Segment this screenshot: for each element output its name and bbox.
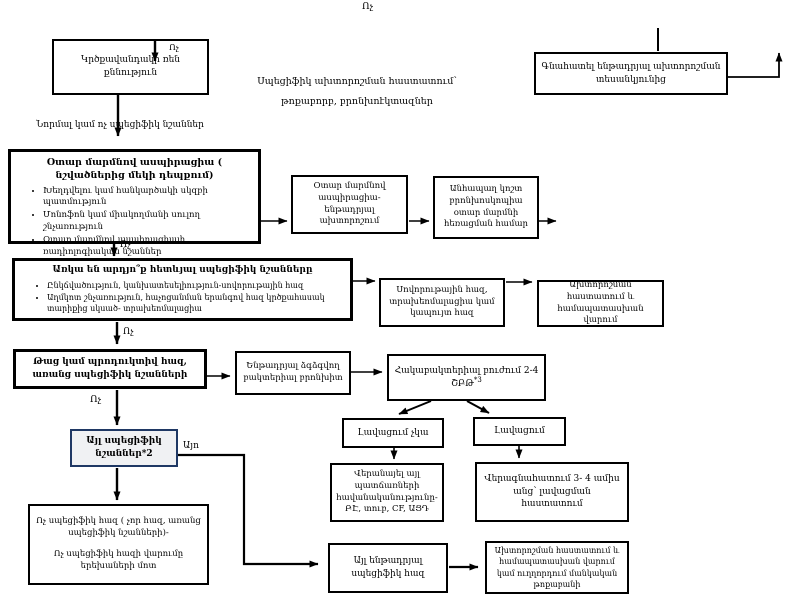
node-other-specific-line2: նշաններ*2 — [95, 449, 153, 459]
node-confirm-manage-or-refer: Ախտորոշման հաստատում և համապատասխան վարո… — [485, 541, 629, 594]
note-specific-line2: թոքաբորբ, բրոնխոէկտազներ — [281, 96, 433, 107]
node-foreign-body-criteria: Օտար մարմնով ասպիրացիա ( նշվածներից մեկի… — [8, 149, 261, 257]
node-no-improvement: Լավացում չկա — [342, 418, 444, 448]
node-fb-aspiration-presumed: Օտար մարմնով ասպիրացիա- ենթադրյալ ախտորո… — [291, 175, 408, 234]
bullet-monophonic-wheeze: Մոնոֆոն կամ միակողմանի սուլող շնչառությո… — [43, 210, 250, 234]
label-yes-branch: Այո — [183, 441, 199, 451]
node-other-presumed-text: Այլ ենթադրյալ սպեցիֆիկ հազ — [351, 556, 425, 579]
node-foreign-body-criteria-title: Օտար մարմնով ասպիրացիա ( նշվածներից մեկի… — [46, 157, 223, 182]
label-no-xray: Ոչ — [169, 43, 179, 53]
node-other-specific-signs: Այլ սպեցիֆիկ նշաններ*2 — [70, 429, 178, 467]
node-evaluate-text: Գնահատել ենթադրյալ ախտորոշման տեսանկյուն… — [541, 61, 721, 85]
node-chest-xray-exam: Կրծքավանդակի ռեն քննություն — [52, 39, 209, 95]
node-improvement-text: Լավացում — [494, 426, 545, 437]
node-other-presumed-specific-cough: Այլ ենթադրյալ սպեցիֆիկ հազ — [328, 543, 448, 593]
node-reassess-3-4-months: Վերագնահատում 3- 4 ամիս անց՝ լավացման հա… — [475, 462, 629, 522]
node-antibacterial-treatment: Հակաբակտերիալ բուժում 2-4 ՇԲԹ*3 — [387, 354, 546, 401]
node-specific-signs-list: Ընկճվածություն, կանխատեսելիություն-սովոր… — [23, 280, 342, 316]
connector-antibiotics-to-noimprove — [398, 400, 432, 415]
bullet-habit-cough-signs: Ընկճվածություն, կանխատեսելիություն-սովոր… — [47, 280, 342, 291]
node-other-specific-line1: Այլ սպեցիֆիկ — [86, 436, 162, 447]
node-review-other-causes-text: Վերանայել այլ պատճառների հավանականությու… — [336, 468, 438, 515]
node-wet-productive-cough: Թաց կամ պրոդուկտիվ հազ, առանց սպեցիֆիկ ն… — [13, 349, 207, 389]
node-protracted-bacterial-bronchitis: Ենթադրյալ ձգձգվող բակտերիալ բրոնխիտ — [235, 351, 351, 395]
node-habit-cough-tracheomalacia: Սովորութային հազ, տրախեոմալացիա կամ կապո… — [379, 278, 505, 327]
node-foreign-body-criteria-list: Խեղդվելու կամ հանկարծակի սկզբի պատմությո… — [19, 186, 250, 260]
label-no-top: Ոչ — [362, 1, 374, 12]
node-confirm-and-manage-text: Ախտորոշման հաստատում և համապատասխան վարո… — [557, 279, 644, 326]
node-antibacterial-footnote: *3 — [473, 375, 482, 384]
node-antibacterial-weeks: ՇԲԹ — [451, 378, 474, 389]
note-specific-line1: Սպեցիֆիկ ախտորոշման հաստատում՝ — [257, 76, 457, 87]
connector-evaluate-loop — [728, 52, 783, 78]
node-nonspecific-cough-para1: Ոչ սպեցիֆիկ հազ ( չոր հազ, առանց սպեցիֆի… — [36, 516, 201, 539]
node-no-improvement-text: Լավացում չկա — [357, 427, 429, 438]
node-review-other-causes: Վերանայել այլ պատճառների հավանականությու… — [330, 463, 444, 522]
node-nonspecific-cough: Ոչ սպեցիֆիկ հազ ( չոր հազ, առանց սպեցիֆի… — [28, 504, 209, 585]
note-specific-diagnosis: Սպեցիֆիկ ախտորոշման հաստատում՝ թոքաբորբ,… — [237, 76, 477, 107]
node-evaluate-presumed-diagnosis: Գնահատել ենթադրյալ ախտորոշման տեսանկյուն… — [534, 52, 728, 95]
node-reassess-text: Վերագնահատում 3- 4 ամիս անց՝ լավացման հա… — [484, 474, 620, 510]
node-confirm-and-manage: Ախտորոշման հաստատում և համապատասխան վարո… — [537, 280, 664, 327]
node-habit-cough-text: Սովորութային հազ, տրախեոմալացիա կամ կապո… — [389, 284, 495, 319]
label-no-branch-2: Ոչ — [123, 327, 134, 337]
node-improvement: Լավացում — [473, 417, 566, 446]
label-normal-or-nonspecific: Նորմալ կամ ոչ սպեցիֆիկ նշաններ — [36, 120, 204, 130]
node-nonspecific-cough-para2: Ոչ սպեցիֆիկ հազի վարումը երեխաների մոտ — [53, 549, 184, 571]
label-no-branch-3: Ոչ — [90, 394, 102, 405]
bullet-choking-history: Խեղդվելու կամ հանկարծակի սկզբի պատմությո… — [43, 186, 250, 210]
node-chest-xray-exam-text: Կրծքավանդակի ռեն քննություն — [80, 55, 181, 78]
bullet-radiologic-signs: Օտար մարմնով ասպիրացիայի ռադիոլոգիական ն… — [43, 235, 250, 259]
connector-antibiotics-to-improve — [466, 400, 490, 414]
node-fb-aspiration-presumed-text: Օտար մարմնով ասպիրացիա- ենթադրյալ ախտորո… — [313, 180, 386, 227]
node-pbb-text: Ենթադրյալ ձգձգվող բակտերիալ բրոնխիտ — [243, 361, 343, 383]
node-rigid-bronchoscopy-text: Անհապաղ կոշտ բրոնխոսկոպիա օտար մարմնի հե… — [444, 183, 528, 230]
node-specific-signs-title: Առկա են արդյո՞ք հետևյալ սպեցիֆիկ նշաններ… — [52, 265, 313, 275]
node-antibacterial-line2: ՇԲԹ*3 — [451, 375, 482, 391]
node-rigid-bronchoscopy: Անհապաղ կոշտ բրոնխոսկոպիա օտար մարմնի հե… — [433, 176, 539, 239]
label-no-branch-1: Ոչ — [120, 240, 131, 250]
node-antibacterial-line1: Հակաբակտերիալ բուժում 2-4 — [394, 365, 539, 376]
node-specific-signs-question: Առկա են արդյո՞ք հետևյալ սպեցիֆիկ նշաններ… — [12, 258, 353, 321]
node-confirm-manage-or-refer-text: Ախտորոշման հաստատում և համապատասխան վարո… — [494, 546, 620, 589]
bullet-noisy-breathing: Աղմկոտ շնչառություն, հաչոցանման երանգով … — [47, 292, 342, 314]
node-wet-productive-cough-text: Թաց կամ պրոդուկտիվ հազ, առանց սպեցիֆիկ ն… — [32, 357, 188, 380]
